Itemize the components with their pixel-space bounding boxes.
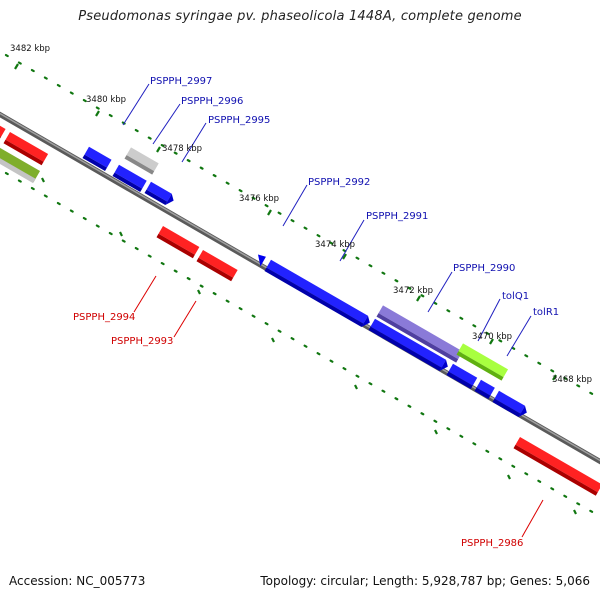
gene-label[interactable]: PSPPH_2991: [366, 211, 428, 222]
gene-label[interactable]: PSPPH_2997: [150, 76, 212, 87]
gene-gray[interactable]: [124, 147, 159, 175]
tick-label: 3482 kbp: [10, 44, 50, 54]
tick-label: 3478 kbp: [162, 144, 202, 154]
topology-text: Topology: circular; Length: 5,928,787 bp…: [260, 574, 590, 588]
gene-label[interactable]: PSPPH_2992: [308, 177, 370, 188]
reverse-genes: [0, 120, 600, 496]
gene-pspph-2996[interactable]: [112, 164, 147, 193]
tick-label: 3480 kbp: [86, 95, 126, 105]
gene-pspph-2991[interactable]: [264, 259, 373, 330]
outer-scale-ring: [0, 50, 600, 400]
inner-scale-ring: [0, 168, 600, 518]
tick-label: 3472 kbp: [393, 286, 433, 296]
accession-text: Accession: NC_005773: [9, 574, 146, 588]
forward-callouts: [122, 83, 532, 357]
reverse-gene-labels: PSPPH_2994 PSPPH_2993 PSPPH_2986: [73, 312, 523, 549]
forward-genes: [82, 146, 530, 420]
reverse-callouts: [133, 275, 544, 538]
gene-gray-left[interactable]: [0, 152, 36, 184]
gene-pspph-2986[interactable]: [513, 437, 600, 496]
gene-label[interactable]: tolR1: [533, 307, 559, 318]
gene-label[interactable]: PSPPH_2994: [73, 312, 135, 323]
gene-pspph-2992-small[interactable]: [254, 253, 266, 267]
kbp-labels: 3482 kbp 3480 kbp 3478 kbp 3476 kbp 3474…: [10, 44, 592, 385]
gene-pspph-2990[interactable]: [376, 305, 463, 363]
inner-major-ticks: [41, 177, 577, 515]
outer-major-ticks: [14, 63, 557, 381]
tick-label: 3470 kbp: [472, 332, 512, 342]
gene-label[interactable]: PSPPH_2990: [453, 263, 515, 274]
gene-tolq1[interactable]: [456, 343, 509, 381]
gene-label[interactable]: PSPPH_2996: [181, 96, 243, 107]
gene-pspph-2997[interactable]: [82, 146, 112, 172]
gene-pspph-2994[interactable]: [156, 226, 200, 259]
gene-forward-c[interactable]: [492, 390, 530, 420]
gene-forward-b[interactable]: [446, 363, 478, 390]
tick-label: 3474 kbp: [315, 240, 355, 250]
forward-gene-labels: PSPPH_2997 PSPPH_2996 PSPPH_2995 PSPPH_2…: [150, 76, 559, 318]
gene-pspph-2995[interactable]: [144, 181, 177, 208]
gene-forward-a[interactable]: [368, 318, 451, 374]
gene-label[interactable]: tolQ1: [502, 291, 529, 302]
genome-title: Pseudomonas syringae pv. phaseolicola 14…: [78, 9, 522, 24]
tick-label: 3468 kbp: [552, 375, 592, 385]
gene-reverse-left-2[interactable]: [3, 132, 49, 166]
gene-label[interactable]: PSPPH_2986: [461, 538, 523, 549]
gene-label[interactable]: PSPPH_2995: [208, 115, 270, 126]
gene-label[interactable]: PSPPH_2993: [111, 336, 173, 347]
gene-tolr1[interactable]: [474, 379, 495, 400]
gene-pspph-2993[interactable]: [196, 249, 238, 282]
tick-label: 3476 kbp: [239, 194, 279, 204]
gene-reverse-left-1[interactable]: [0, 120, 6, 141]
